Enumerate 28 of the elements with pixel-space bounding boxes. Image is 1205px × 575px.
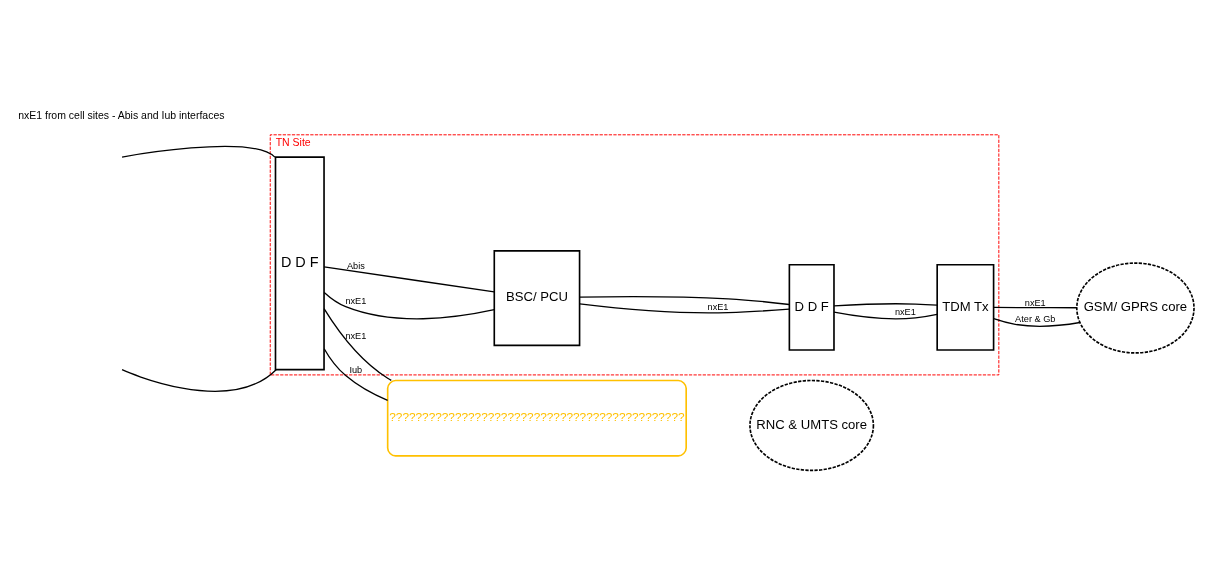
connector (833, 303, 938, 307)
node-ellipse: RNC & UMTS core (749, 379, 875, 472)
connector (578, 296, 790, 306)
edge-label: Iub (349, 365, 363, 376)
edge-label: nxE1 (894, 307, 916, 318)
node-box: D D F (274, 156, 325, 371)
connector (993, 318, 1081, 327)
connector (323, 348, 389, 401)
connector (323, 291, 495, 320)
edge-label: nxE1 (345, 296, 367, 307)
node-ellipse: GSM/ GPRS core (1076, 262, 1195, 354)
connector (121, 369, 277, 392)
connector (323, 307, 392, 382)
node-box: TDM Tx (936, 263, 995, 351)
connector (121, 145, 276, 158)
node-box: ????????????????????????????????????????????? (386, 379, 687, 457)
edge-label: nxE1 (707, 302, 729, 313)
node-box: D D F (788, 263, 835, 351)
edge-label: nxE1 (345, 330, 367, 341)
connector (579, 303, 790, 314)
edge-label: Abis (346, 260, 365, 271)
node-box: BSC/ PCU (493, 250, 581, 347)
edge-label: nxE1 (1024, 297, 1046, 308)
connector (323, 266, 495, 293)
connector (993, 306, 1078, 309)
edge-label: Ater & Gb (1015, 313, 1056, 324)
connector (833, 311, 938, 320)
label: nxE1 from cell sites - Abis and Iub interfaces (18, 109, 225, 121)
